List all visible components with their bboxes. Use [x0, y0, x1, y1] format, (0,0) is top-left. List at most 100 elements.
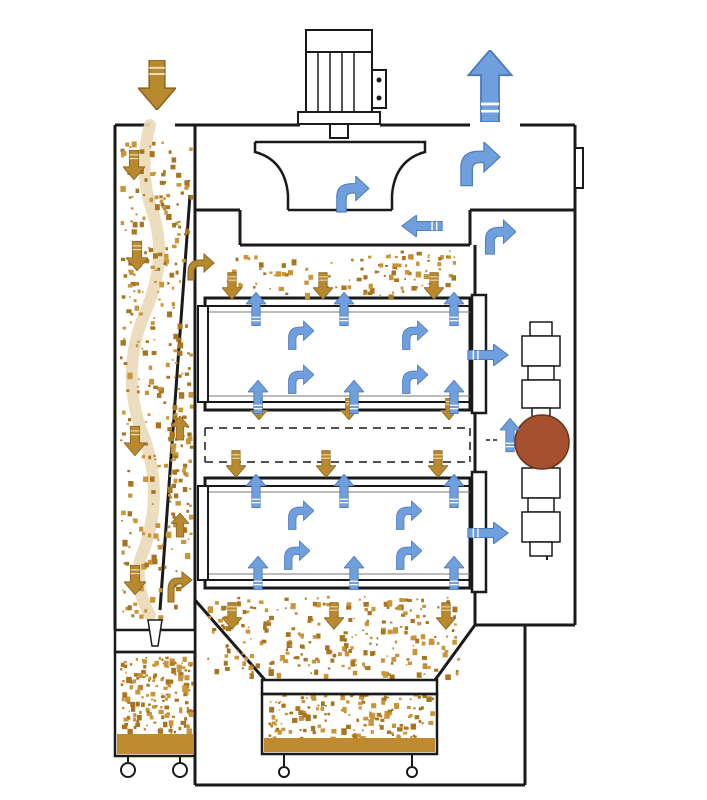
dust-particle [399, 626, 403, 628]
dust-particle [375, 643, 378, 646]
dust-particle [166, 375, 171, 379]
dust-particle [400, 250, 404, 254]
dust-particle [324, 713, 327, 716]
dust-particle [187, 432, 192, 437]
dust-particle [389, 274, 394, 281]
dust-particle [383, 695, 387, 700]
dust-particle [451, 275, 456, 281]
dust-inlet-arrow [138, 60, 176, 110]
dust-particle [223, 660, 228, 666]
dust-particle [128, 710, 131, 713]
dust-particle [420, 608, 422, 611]
dust-particle [343, 643, 349, 648]
dust-particle [148, 678, 151, 682]
dust-particle [237, 596, 241, 600]
dust-particle [165, 656, 169, 660]
dust-particle [171, 548, 173, 550]
dust-particle [242, 609, 247, 615]
dust-particle [302, 713, 307, 718]
dust-particle [121, 697, 125, 702]
dust-particle [141, 532, 146, 536]
dust-particle [353, 729, 356, 731]
dust-particle [186, 728, 192, 735]
dust-particle [300, 696, 305, 700]
dust-particle [389, 599, 391, 602]
dust-particle [146, 724, 148, 727]
dust-particle [121, 151, 127, 156]
dust-particle [157, 267, 161, 271]
dust-particle [238, 282, 242, 285]
dust-particle [170, 448, 176, 454]
dust-particle [342, 706, 347, 712]
dust-particle [182, 258, 186, 263]
dust-particle [400, 286, 404, 290]
dust-particle [170, 422, 173, 425]
dust-particle [175, 469, 180, 472]
dust-particle [283, 659, 289, 664]
dust-particle [379, 725, 384, 730]
dust-particle [126, 389, 130, 392]
dust-particle [122, 432, 126, 436]
dust-particle [170, 725, 172, 729]
dust-particle [281, 727, 286, 731]
dust-particle [348, 649, 352, 654]
dust-particle [392, 263, 398, 268]
dust-particle [418, 719, 422, 723]
dust-particle [356, 733, 361, 738]
dust-particle [163, 170, 166, 174]
dust-particle [310, 693, 316, 699]
dust-particle [207, 606, 213, 613]
dust-particle [351, 258, 354, 262]
dust-particle [281, 272, 286, 277]
dust-particle [247, 257, 251, 261]
dust-particle [222, 626, 226, 630]
dust-particle [150, 321, 155, 326]
dust-particle [394, 255, 398, 259]
dust-particle [186, 509, 190, 513]
dust-particle [169, 658, 175, 664]
dust-particle [122, 610, 125, 613]
dust-particle [362, 629, 365, 632]
dust-particle [332, 653, 337, 658]
dust-particle [165, 679, 171, 685]
dust-particle [182, 467, 186, 470]
dust-particle [164, 253, 169, 259]
dust-particle [178, 221, 181, 223]
dust-particle [167, 666, 170, 668]
dust-particle [142, 291, 144, 293]
dust-particle [130, 312, 134, 316]
dust-particle [151, 558, 158, 565]
dust-particle [409, 609, 412, 612]
dust-particle [299, 715, 305, 720]
dust-particle [158, 252, 163, 257]
dust-particle [135, 723, 140, 727]
dust-particle [129, 663, 133, 666]
dust-particle [150, 172, 156, 176]
dust-particle [430, 711, 436, 716]
dust-particle [251, 670, 254, 674]
dust-particle [144, 390, 150, 395]
dust-particle [341, 285, 347, 290]
dust-particle [120, 668, 123, 671]
dust-particle [143, 728, 147, 731]
dust-particle [344, 638, 347, 642]
air-curve-arrow [396, 500, 422, 530]
dust-particle [434, 668, 439, 672]
dust-particle [138, 312, 143, 316]
dust-particle [362, 662, 365, 666]
dust-particle [425, 269, 428, 273]
dust-particle [441, 645, 446, 650]
dust-particle [274, 722, 277, 726]
dust-particle [143, 664, 147, 669]
dust-particle [129, 296, 131, 298]
dust-particle [171, 512, 176, 516]
dust-particle [446, 635, 449, 638]
dust-particle [376, 637, 379, 640]
dust-particle [153, 533, 159, 539]
dust-particle [248, 665, 254, 670]
dust-particle [154, 280, 157, 283]
dust-particle [122, 589, 124, 591]
dust-particle [184, 669, 188, 672]
dust-particle [341, 664, 345, 668]
dust-particle [146, 711, 152, 716]
